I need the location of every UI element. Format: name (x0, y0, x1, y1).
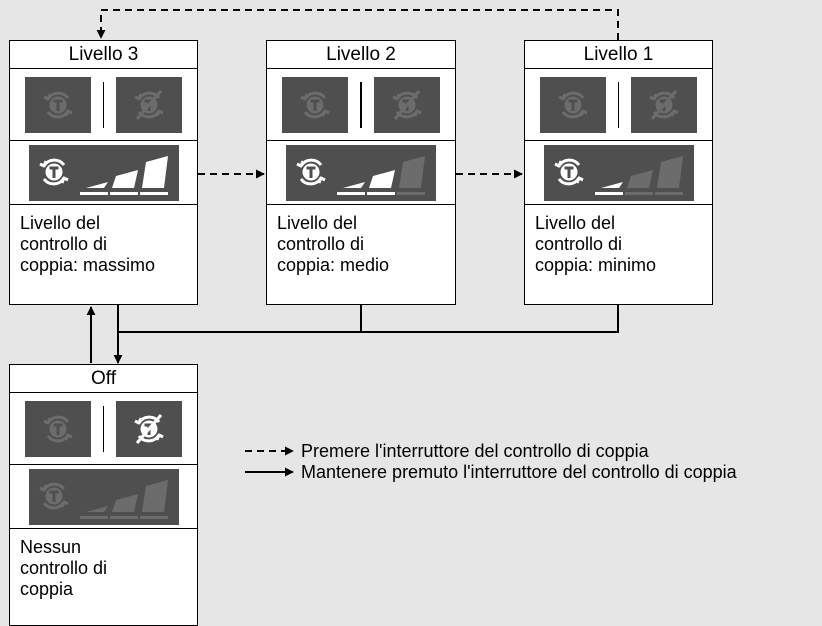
off-card: Off Nessun controllo di coppia (9, 364, 198, 626)
card-description: Livello del controllo di coppia: massimo (20, 213, 156, 275)
level-2-card: Livello 2 Livello del controllo di coppi… (266, 40, 456, 305)
level-bars-icon (543, 144, 694, 201)
level-bars-icon (28, 144, 179, 201)
level-bars-icon (286, 144, 436, 201)
legend-hold-text: Mantenere premuto l'interruttore del con… (301, 462, 737, 482)
card-title: Off (10, 365, 197, 393)
return-press-arrow (96, 9, 619, 40)
card-title: Livello 1 (525, 41, 712, 69)
traction-control-icon (24, 76, 91, 133)
card-title: Livello 2 (267, 41, 455, 69)
traction-control-icon (539, 76, 606, 133)
legend-press-text: Premere l'interruttore del controllo di … (301, 441, 649, 461)
traction-control-icon (24, 400, 91, 457)
traction-control-off-icon (373, 76, 440, 133)
level-bars-icon (28, 468, 179, 525)
traction-control-off-icon (631, 76, 698, 133)
traction-control-off-icon (116, 76, 183, 133)
card-title: Livello 3 (10, 41, 197, 69)
card-description: Livello del controllo di coppia: minimo (535, 213, 657, 275)
level-3-card: Livello 3 Livello del controllo di coppi… (9, 40, 198, 305)
traction-control-off-icon (116, 400, 183, 457)
level-1-card: Livello 1 Livello del controllo di coppi… (524, 40, 713, 305)
traction-control-icon (282, 76, 349, 133)
card-description: Nessun controllo di coppia (20, 537, 108, 599)
hold-line-bus (118, 305, 619, 333)
card-description: Livello del controllo di coppia: medio (277, 213, 390, 275)
